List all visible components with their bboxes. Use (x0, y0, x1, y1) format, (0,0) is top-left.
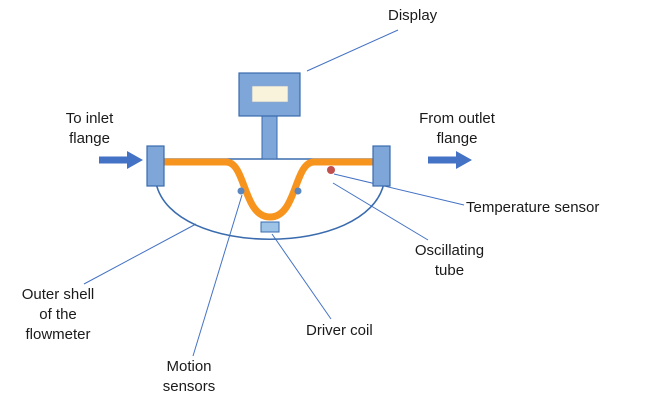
oscillating-tube (160, 158, 380, 221)
inlet-flange-label: To inlet flange (65, 110, 114, 147)
display-callout-line (306, 29, 399, 72)
motion-sensor-right-dot (294, 187, 302, 195)
display-label: Display (388, 7, 438, 24)
outlet-flange-label: From outlet flange (419, 110, 495, 147)
driver-coil-callout-line (271, 233, 332, 320)
temperature-callout-line (333, 173, 465, 206)
inlet-flange (146, 145, 165, 187)
temperature-sensor-dot (327, 166, 335, 174)
driver-coil-block (260, 221, 280, 233)
motion-sensors-callout-line (192, 194, 243, 357)
oscillating-tube-label: Oscillating tube (414, 242, 485, 279)
oscillating-tube-callout-line (332, 182, 429, 241)
display-stem (261, 115, 278, 160)
outlet-flange (372, 145, 391, 187)
temperature-sensor-label: Temperature sensor (466, 199, 600, 216)
inlet-flow-arrow-icon (99, 151, 143, 169)
outer-shell-curve (155, 182, 385, 240)
motion-sensor-left-dot (237, 187, 245, 195)
display-screen (251, 85, 289, 103)
callout-lines (83, 29, 465, 357)
outlet-flow-arrow-icon (428, 151, 472, 169)
driver-coil-label: Driver coil (306, 322, 373, 339)
outer-shell-label: Outer shell of the flowmeter (21, 286, 95, 343)
motion-sensors-label: Motion sensors (162, 358, 216, 395)
outer-shell-callout-line (83, 223, 197, 285)
